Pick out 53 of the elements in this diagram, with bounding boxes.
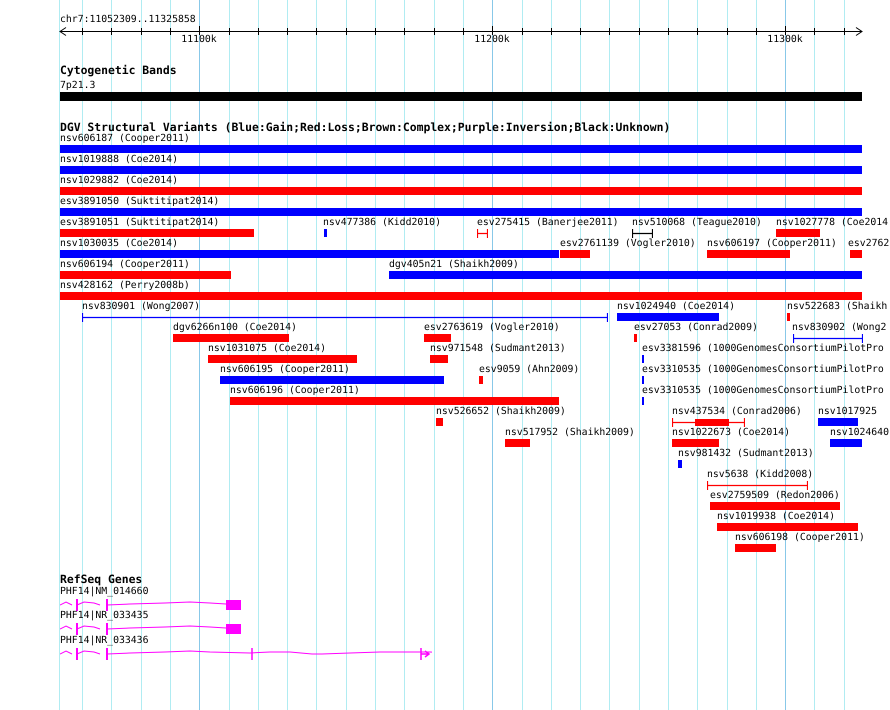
feature-label: nsv1024640 [830,427,889,439]
feature-label: nsv606195 (Cooper2011) [220,364,350,376]
feature-label: nsv1022673 (Coe2014) [672,427,790,439]
gene-label: PHF14|NR_033436 [60,635,148,647]
feature-label: nsv1027778 (Coe2014 [776,217,888,229]
feature-label: esv3310535 (1000GenomesConsortiumPilotPro [642,364,884,376]
feature-label: nsv1019938 (Coe2014) [717,511,835,523]
feature-label: esv2759509 (Redon2006) [710,490,840,502]
feature-label: nsv428162 (Perry2008b) [60,280,190,292]
feature-label: nsv526652 (Shaikh2009) [436,406,566,418]
gene-label: PHF14|NR_033435 [60,610,148,622]
feature-label: nsv437534 (Conrad2006) [672,406,802,418]
feature-label: nsv522683 (Shaikh [787,301,888,313]
feature-label: esv3891050 (Suktitipat2014) [60,196,220,208]
feature-label: nsv1029882 (Coe2014) [60,175,178,187]
feature-label: esv275415 (Banerjee2011) [477,217,619,229]
feature-label: esv27053 (Conrad2009) [634,322,758,334]
feature-label: esv2763619 (Vogler2010) [424,322,560,334]
tick-label: 11200k [474,34,510,46]
feature-label: nsv1017925 [818,406,877,418]
feature-label: nsv971548 (Sudmant2013) [430,343,566,355]
feature-label: nsv5638 (Kidd2008) [707,469,814,481]
feature-label: nsv1031075 (Coe2014) [208,343,326,355]
feature-label: esv2761139 (Vogler2010) [560,238,696,250]
track-title: Cytogenetic Bands [60,64,177,77]
feature-label: nsv1030035 (Coe2014) [60,238,178,250]
tick-label: 11100k [181,34,217,46]
feature-label: esv9059 (Ahn2009) [479,364,580,376]
feature-label: nsv1024940 (Coe2014) [617,301,735,313]
feature-label: nsv517952 (Shaikh2009) [505,427,635,439]
feature-label: esv3381596 (1000GenomesConsortiumPilotPro [642,343,884,355]
gene-label: PHF14|NM_014660 [60,586,148,598]
feature-label: esv2762 [848,238,890,250]
band-label: 7p21.3 [60,80,96,92]
feature-label: esv3310535 (1000GenomesConsortiumPilotPro [642,385,884,397]
feature-label: nsv510068 (Teague2010) [632,217,762,229]
tick-label: 11300k [767,34,803,46]
feature-label: nsv830902 (Wong2 [792,322,886,334]
feature-label: nsv477386 (Kidd2010) [323,217,441,229]
feature-label: nsv981432 (Sudmant2013) [678,448,814,460]
feature-label: nsv606187 (Cooper2011) [60,133,190,145]
feature-label: nsv606194 (Cooper2011) [60,259,190,271]
feature-label: esv3891051 (Suktitipat2014) [60,217,220,229]
track-title: RefSeq Genes [60,573,142,586]
feature-label: nsv606196 (Cooper2011) [230,385,360,397]
feature-label: dgv6266n100 (Coe2014) [173,322,297,334]
coordinate-label: chr7:11052309..11325858 [60,14,196,26]
track-title: DGV Structural Variants (Blue:Gain;Red:Loss;Brown:Complex;Purple:Inversion;Black:Unknown) [60,121,670,134]
feature-label: nsv606197 (Cooper2011) [707,238,837,250]
feature-label: nsv830901 (Wong2007) [82,301,200,313]
feature-label: dgv405n21 (Shaikh2009) [389,259,519,271]
feature-label: nsv606198 (Cooper2011) [735,532,865,544]
feature-label: nsv1019888 (Coe2014) [60,154,178,166]
